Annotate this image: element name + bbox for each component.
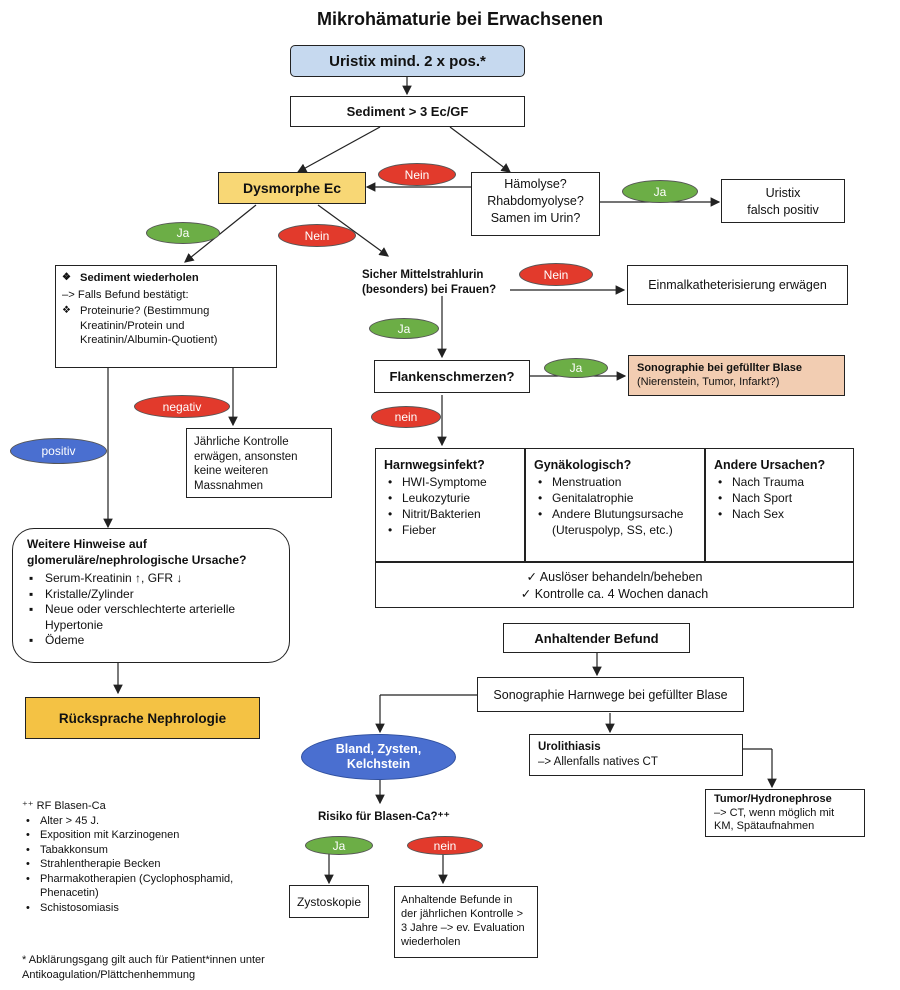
gyn-item: Andere Blutungsursache (Uteruspolyp, SS,… xyxy=(534,506,696,538)
falsch-positiv-line2: falsch positiv xyxy=(747,203,819,217)
sediment-wiederholen-head: Sediment wiederholen xyxy=(62,271,270,286)
weitere-hinweise-head: Weitere Hinweise auf glomeruläre/nephrol… xyxy=(27,537,247,567)
rf-item: Strahlentherapie Becken xyxy=(22,857,272,872)
nein-label: Nein xyxy=(278,224,356,247)
sonographie-blase-head: Sonographie bei gefüllter Blase xyxy=(637,362,803,374)
haemolyse-line: Hämolyse? xyxy=(504,177,567,191)
tumor-head: Tumor/Hydronephrose xyxy=(714,793,832,805)
haemolyse-box: Hämolyse? Rhabdomyolyse? Samen im Urin? xyxy=(471,172,600,236)
ausloeser-line2: ✓ Kontrolle ca. 4 Wochen danach xyxy=(520,587,709,601)
hinweis-item: Serum-Kreatinin ↑, GFR ↓ xyxy=(27,571,275,587)
footnote: * Abklärungsgang gilt auch für Patient*i… xyxy=(22,954,265,981)
urolithiasis-head: Urolithiasis xyxy=(538,741,601,753)
hwi-item: Leukozyturie xyxy=(384,490,516,506)
rf-item: Exposition mit Karzinogenen xyxy=(22,828,272,843)
urolithiasis-box: Urolithiasis –> Allenfalls natives CT xyxy=(529,734,743,776)
proteinurie-line: Proteinurie? (Bestimmung Kreatinin/Prote… xyxy=(62,304,270,348)
risiko-blasen-ca-question: Risiko für Blasen-Ca?⁺⁺ xyxy=(318,811,450,823)
mittelstrahlurin-line1: Sicher Mittelstrahlurin xyxy=(362,269,484,281)
mittelstrahlurin-question: Sicher Mittelstrahlurin (besonders) bei … xyxy=(362,268,522,300)
ja-label: Ja xyxy=(369,318,439,339)
ausloeser-line1: ✓ Auslöser behandeln/beheben xyxy=(526,570,703,584)
falsch-positiv-line1: Uristix xyxy=(765,186,801,200)
sediment-box: Sediment > 3 Ec/GF xyxy=(290,96,525,127)
einmalkatheter-box: Einmalkatheterisierung erwägen xyxy=(627,265,848,305)
gyn-item: Menstruation xyxy=(534,474,696,490)
bland-zysten-ellipse: Bland, Zysten, Kelchstein xyxy=(301,734,456,780)
bland-line1: Bland, Zysten, xyxy=(335,742,422,756)
sonographie-blase-sub: (Nierenstein, Tumor, Infarkt?) xyxy=(637,376,780,388)
andere-item: Nach Sex xyxy=(714,506,845,522)
sonographie-blase-box: Sonographie bei gefüllter Blase (Nierens… xyxy=(628,355,845,396)
andere-ursachen-head: Andere Ursachen? xyxy=(714,458,826,472)
andere-ursachen-box: Andere Ursachen? Nach Trauma Nach Sport … xyxy=(705,448,854,562)
samen-line: Samen im Urin? xyxy=(490,211,581,225)
ruecksprache-nephrologie-box: Rücksprache Nephrologie xyxy=(25,697,260,739)
rf-item: Pharmakotherapien (Cyclophosphamid, Phen… xyxy=(22,872,272,901)
gyn-item: Genitalatrophie xyxy=(534,490,696,506)
tumor-sub: –> CT, wenn möglich mit KM, Spätaufnahme… xyxy=(714,806,835,833)
bland-line2: Kelchstein xyxy=(346,757,411,771)
urolithiasis-sub: –> Allenfalls natives CT xyxy=(538,756,658,768)
harnwegsinfekt-head: Harnwegsinfekt? xyxy=(384,458,485,472)
hwi-item: Fieber xyxy=(384,522,516,538)
sonographie-harnwege-box: Sonographie Harnwege bei gefüllter Blase xyxy=(477,677,744,712)
ja-label: Ja xyxy=(305,836,373,855)
rf-blasen-ca-list: ⁺⁺ RF Blasen-Ca Alter > 45 J. Exposition… xyxy=(22,799,272,919)
dysmorphe-ec-box: Dysmorphe Ec xyxy=(218,172,366,204)
hinweis-item: Kristalle/Zylinder xyxy=(27,587,275,603)
hwi-item: Nitrit/Bakterien xyxy=(384,506,516,522)
hinweis-item: Ödeme xyxy=(27,633,275,649)
page-title: Mikrohämaturie bei Erwachsenen xyxy=(316,8,604,29)
ja-label: Ja xyxy=(146,222,220,244)
nein-label: Nein xyxy=(378,163,456,186)
harnwegsinfekt-box: Harnwegsinfekt? HWI-Symptome Leukozyturi… xyxy=(375,448,525,562)
anhaltende-befunde-box: Anhaltende Befunde in der jährlichen Kon… xyxy=(394,886,538,958)
rf-item: Alter > 45 J. xyxy=(22,814,272,829)
andere-item: Nach Sport xyxy=(714,490,845,506)
ja-label: Ja xyxy=(544,358,608,378)
nein-label: nein xyxy=(371,406,441,428)
falsch-positiv-box: Uristix falsch positiv xyxy=(721,179,845,223)
rf-blasen-ca-head: ⁺⁺ RF Blasen-Ca xyxy=(22,800,106,812)
gynaekologisch-head: Gynäkologisch? xyxy=(534,458,632,472)
nein-label: Nein xyxy=(519,263,593,286)
sediment-wiederholen-box: Sediment wiederholen –> Falls Befund bes… xyxy=(55,265,277,368)
negativ-label: negativ xyxy=(134,395,230,418)
weitere-hinweise-box: Weitere Hinweise auf glomeruläre/nephrol… xyxy=(12,528,290,663)
jaehrliche-kontrolle-box: Jährliche Kontrolle erwägen, ansonsten k… xyxy=(186,428,332,498)
ja-label: Ja xyxy=(622,180,698,203)
hwi-item: HWI-Symptome xyxy=(384,474,516,490)
nein-label: nein xyxy=(407,836,483,855)
mittelstrahlurin-line2: (besonders) bei Frauen? xyxy=(362,284,497,296)
falls-befund-line: –> Falls Befund bestätigt: xyxy=(62,288,189,301)
flankenschmerzen-box: Flankenschmerzen? xyxy=(374,360,530,393)
gynaekologisch-box: Gynäkologisch? Menstruation Genitalatrop… xyxy=(525,448,705,562)
rf-item: Tabakkonsum xyxy=(22,843,272,858)
anhaltender-befund-box: Anhaltender Befund xyxy=(503,623,690,653)
tumor-hydronephrose-box: Tumor/Hydronephrose –> CT, wenn möglich … xyxy=(705,789,865,837)
positiv-label: positiv xyxy=(10,438,107,464)
rf-item: Schistosomiasis xyxy=(22,901,272,916)
uristix-box: Uristix mind. 2 x pos.* xyxy=(290,45,525,77)
hinweis-item: Neue oder verschlechterte arterielle Hyp… xyxy=(27,602,275,633)
andere-item: Nach Trauma xyxy=(714,474,845,490)
zystoskopie-box: Zystoskopie xyxy=(289,885,369,918)
ausloeser-box: ✓ Auslöser behandeln/beheben ✓ Kontrolle… xyxy=(375,562,854,608)
rhabdomyolyse-line: Rhabdomyolyse? xyxy=(487,194,584,208)
